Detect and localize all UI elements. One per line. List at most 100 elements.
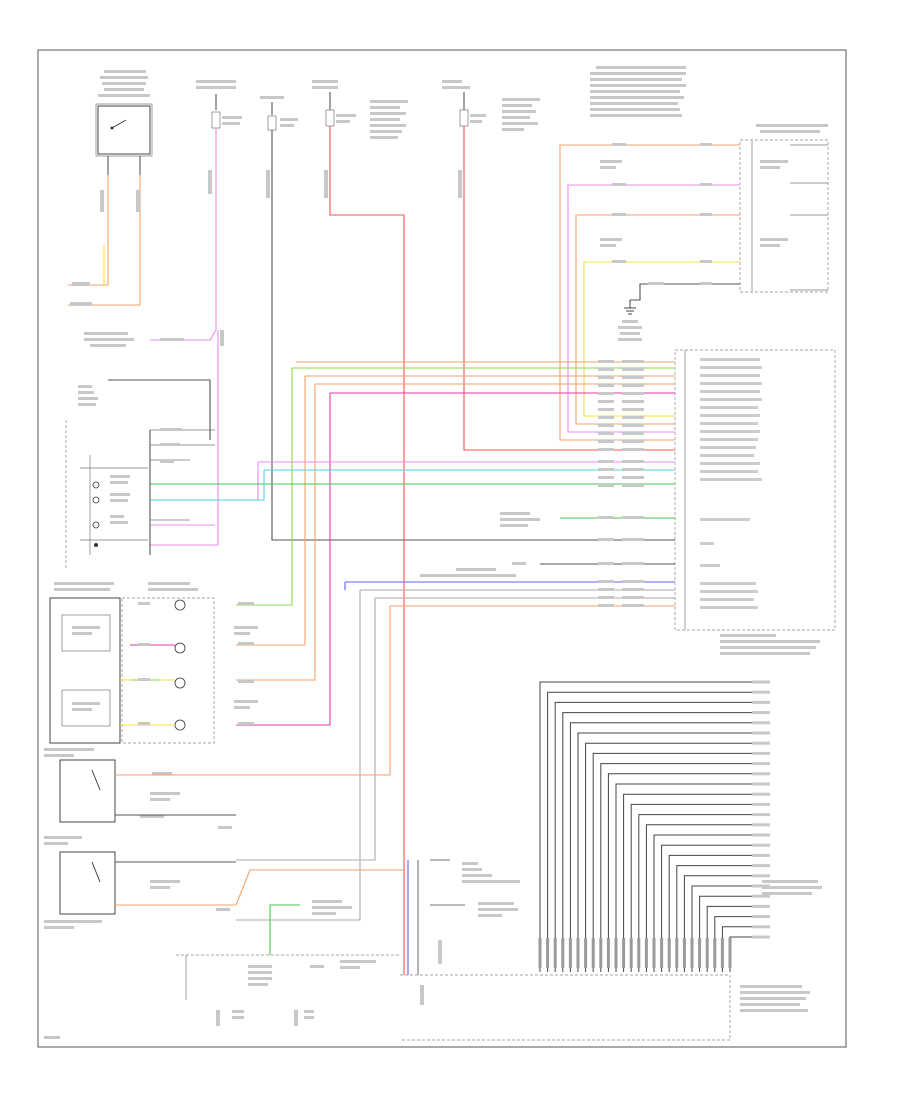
- bundle-wire: [691, 885, 760, 972]
- bundle-wire-label: [752, 802, 770, 806]
- bundle-pin: [629, 938, 633, 968]
- wire-orange-m15: [236, 605, 675, 776]
- bundle-wire: [645, 824, 760, 972]
- bundle-wire-label: [752, 690, 770, 694]
- bundle-wire: [577, 732, 760, 972]
- bundle-pin: [553, 938, 557, 968]
- wire-green-m2: [236, 368, 293, 606]
- wire-gray-fuse2: [271, 130, 675, 541]
- bundle-wire-label: [752, 894, 770, 898]
- bundle-wire-label: [752, 792, 770, 796]
- bundle-pin: [705, 938, 709, 968]
- bundle-wire-label: [752, 864, 770, 868]
- bundle-pin: [667, 938, 671, 968]
- bundle-pin: [698, 938, 702, 968]
- bundle-wire: [547, 691, 760, 972]
- wire-yellow-seat: [120, 679, 175, 726]
- fuse-column-1: [196, 80, 242, 129]
- bundle-pin: [538, 938, 542, 968]
- bundle-wire-label: [752, 935, 770, 939]
- bundle-pin: [682, 938, 686, 968]
- bundle-wire-label: [752, 711, 770, 715]
- left-connector-labels: [78, 385, 182, 524]
- bundle-pin: [637, 938, 641, 968]
- wire-gray-m14: [236, 597, 675, 861]
- bundle-wire-label: [752, 782, 770, 786]
- bundle-wire: [539, 681, 760, 972]
- bundle-caption: [762, 880, 822, 895]
- bundle-wire-label: [752, 884, 770, 888]
- bundle-pin: [599, 938, 603, 968]
- bundle-wire: [653, 834, 760, 972]
- bundle-wire-label: [752, 843, 770, 847]
- offpage-refs-mid: [420, 512, 540, 577]
- bundle-wire-label: [752, 813, 770, 817]
- bundle-pin: [713, 938, 717, 968]
- main-module-connector: [674, 349, 836, 631]
- bundle-pin: [568, 938, 572, 968]
- bundle-wire-label: [752, 741, 770, 745]
- bundle-wire-label: [752, 915, 770, 919]
- main-module-caption: [720, 634, 820, 655]
- left-pink-ref: [84, 330, 224, 347]
- bundle-pin: [614, 938, 618, 968]
- wire-violet-fuse1: [150, 128, 217, 341]
- bundle-wire: [592, 752, 760, 972]
- bundle-wire: [585, 742, 760, 972]
- bottom-center-module: [400, 974, 810, 1041]
- fuse-column-3: [312, 80, 356, 127]
- bundle-wire-label: [752, 751, 770, 755]
- seat-wire-labels: [138, 602, 254, 725]
- top-right-module: [739, 124, 829, 293]
- bottom-center-labels: [420, 862, 520, 1005]
- wire-orange-m4: [236, 384, 316, 681]
- bundle-wire-label: [752, 700, 770, 704]
- wire-violet-fuse1-b: [150, 330, 219, 546]
- bundle-wire: [607, 773, 760, 972]
- top-right-note: [590, 66, 686, 117]
- wire-violet-tr: [567, 184, 740, 433]
- bundle-pin: [606, 938, 610, 968]
- tr-right-stubs: [790, 144, 828, 291]
- wire-orange-m3: [236, 376, 306, 646]
- bundle-wire: [668, 854, 760, 972]
- bundle-wire: [729, 936, 760, 972]
- bundle-pin: [546, 938, 550, 968]
- bundle-wire-label: [752, 680, 770, 684]
- wire-bundle-bottom-right: [538, 680, 770, 972]
- switch-box-lower: [44, 836, 230, 929]
- top-left-labels: [98, 70, 150, 97]
- bundle-wire: [721, 926, 760, 972]
- bundle-pin: [576, 938, 580, 968]
- wire-green-bottom: [269, 904, 300, 955]
- fuse-column-4: [442, 80, 486, 127]
- fuse-column-2: [260, 96, 298, 131]
- bundle-pin: [660, 938, 664, 968]
- bundle-wire: [638, 814, 760, 972]
- bundle-pin: [584, 938, 588, 968]
- bundle-wire-label: [752, 874, 770, 878]
- switch-box-upper: [44, 748, 232, 829]
- top-left-switch-component: [95, 103, 153, 175]
- wire-red-fuse3: [329, 126, 405, 975]
- bundle-pin: [675, 938, 679, 968]
- wire-gray-tr: [630, 283, 740, 301]
- bundle-wire-label: [752, 731, 770, 735]
- wire-orange-bottom: [235, 869, 405, 906]
- bundle-wire: [569, 722, 760, 972]
- seat-sensor-block: [121, 582, 258, 744]
- bundle-pin: [690, 938, 694, 968]
- bundle-pin: [728, 938, 732, 968]
- bundle-wire-label: [752, 853, 770, 857]
- wire-violet-m6b: [150, 462, 259, 501]
- main-module-pin-labels: [700, 358, 762, 609]
- bundle-wire: [554, 701, 760, 972]
- bundle-wire: [630, 803, 760, 972]
- bundle-wire: [562, 712, 760, 972]
- bundle-wire-label: [752, 772, 770, 776]
- bundle-wire: [600, 763, 760, 972]
- bundle-wire-label: [752, 721, 770, 725]
- diagram-border: [37, 49, 847, 1048]
- top-right-wire-labels: [600, 143, 712, 285]
